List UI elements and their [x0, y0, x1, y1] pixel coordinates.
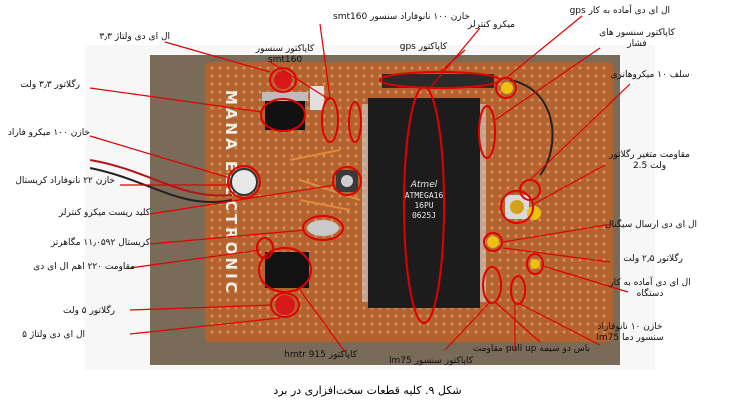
label-crystal: کریستال ۱۱٫۰۵۹۲ مگاهرتز	[50, 238, 150, 248]
label-led-gps-ready: ال ای دی آماده به کار gps	[569, 6, 670, 16]
capacitor-100uf	[230, 168, 258, 196]
chip-line1: ATMEGA16	[405, 191, 444, 200]
label-microcontroller: میکرو کنترلر	[467, 20, 515, 30]
label-cap-22nf: خازن ۲۲ نانوفاراد کریستال	[15, 176, 115, 186]
crystal	[307, 220, 339, 236]
label-cap-sensor-smt160: کاپاکتور سنسور smt160	[255, 44, 315, 65]
label-cap-100uf: خازن ۱۰۰ میکرو فاراد	[7, 128, 90, 138]
label-reg-3v3: رگلاتور ۳٫۳ ولت	[20, 80, 80, 90]
chip-line2: 16PU	[414, 201, 433, 210]
label-pullup: باس دو سیمه pull up مقاومت	[472, 344, 590, 354]
label-cap-hmtr: کاپاکتور hmtr 915	[284, 350, 357, 360]
label-var-resistor: مقاومت متغیر رگلاتور ولت 2.5	[609, 150, 690, 171]
led-3v3	[274, 71, 292, 89]
microcontroller-chip	[368, 98, 480, 308]
led-device-ready	[530, 259, 540, 269]
label-res-220: مقاومت ۲۲۰ اهم ال ای دی	[33, 262, 135, 272]
label-reset-key: کلید ریست میکرو کنترلر	[58, 208, 150, 218]
gps-header	[382, 74, 494, 88]
label-led-signal: ال ای دی ارسال سیگنال	[605, 220, 697, 230]
led-5v	[275, 295, 295, 315]
label-coil-10uh: سلف ۱۰ میکروهانری	[610, 70, 690, 80]
label-thermo-sensor-smt160: خازن ۱۰۰ نانوفاراد سنسور smt160	[333, 12, 470, 22]
label-cap-10nf-lm75: خازن ۱۰ نانوفاراد سنسور دما lm75	[596, 322, 664, 343]
label-led-device-ready: ال ای دی آماده به کار دستگاه	[609, 278, 691, 299]
label-led-5v: ال ای دی ولتاژ ۵	[22, 330, 85, 340]
led-signal	[487, 236, 499, 248]
label-led-3v3: ال ای دی ولتاژ ۳٫۳	[99, 32, 170, 42]
led-gps-ready	[501, 82, 513, 94]
figure-caption: شکل ۹. کلیه قطعات سخت‌افزاری در برد	[273, 384, 462, 397]
chip-logo: Atmel	[410, 180, 438, 190]
sensor-smt160	[310, 86, 324, 110]
regulator-5v	[265, 252, 309, 288]
chip-line3: 0625J	[412, 211, 436, 220]
label-reg-2v5: رگلاتور ۲٫۵ ولت	[623, 254, 683, 264]
label-cap-lm75: کاپاکتور سنسور lm75	[388, 356, 473, 366]
label-pressure-cap: کاپاکتور سنسور های فشار	[599, 28, 675, 49]
label-cap-gps: کاپاکتور gps	[399, 42, 447, 52]
label-reg-5v: رگلاتور ۵ ولت	[62, 306, 115, 316]
